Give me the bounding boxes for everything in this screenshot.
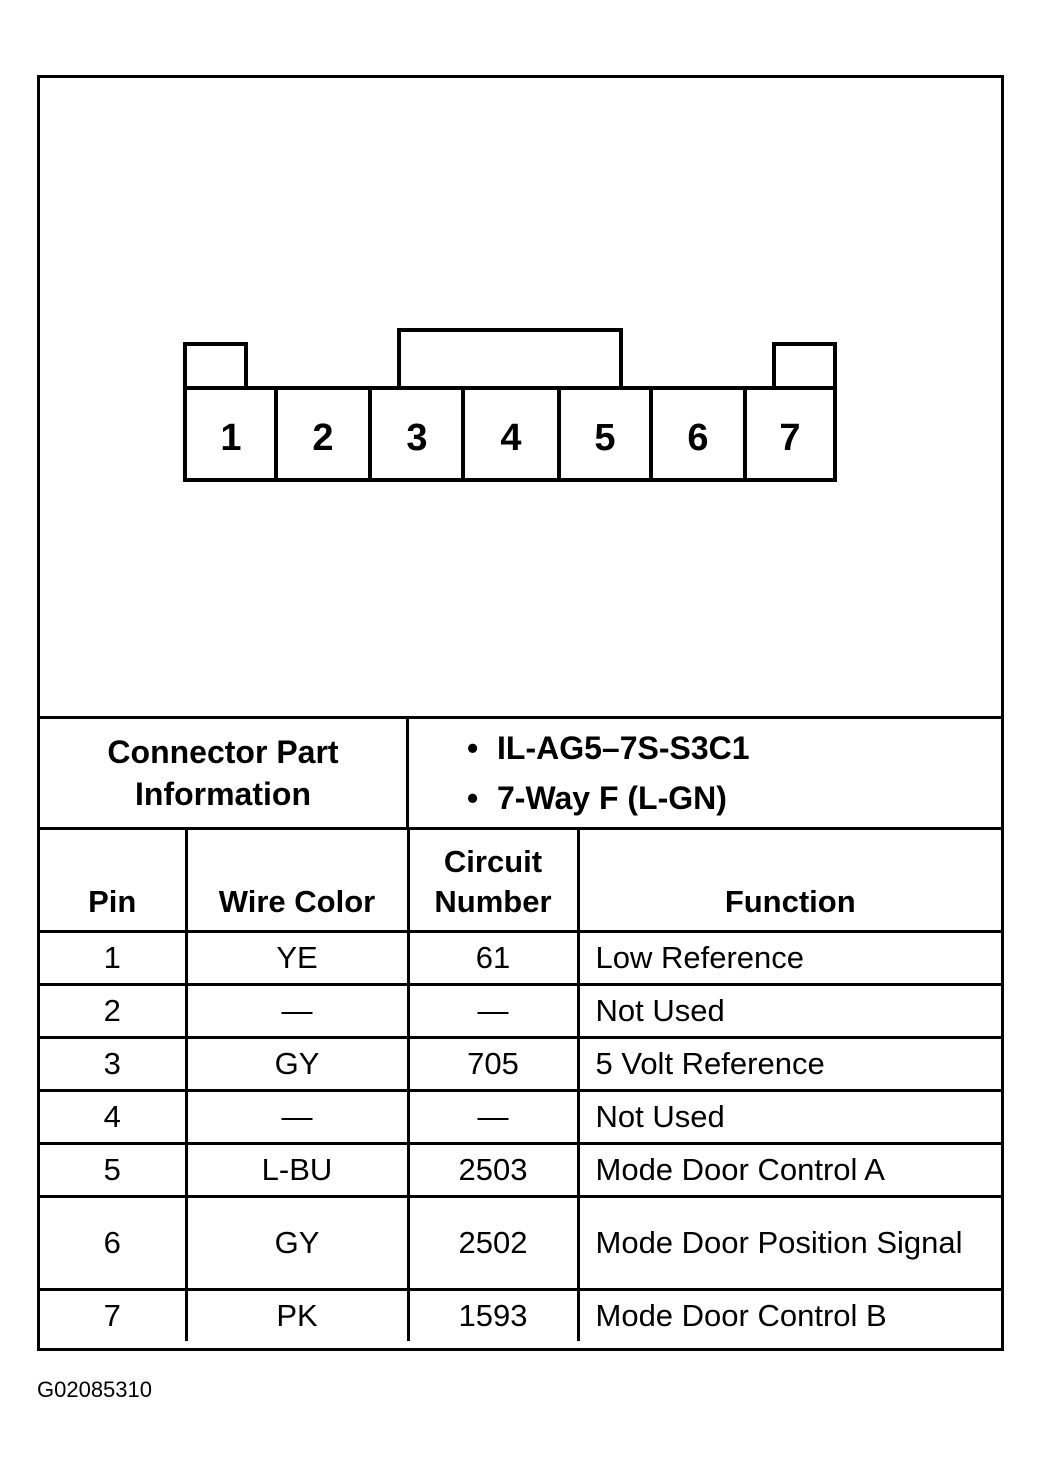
cell-function: Low Reference — [576, 930, 1001, 986]
pin-label-6: 6 — [687, 417, 708, 459]
table-row: 7 PK 1593 Mode Door Control B — [40, 1288, 1001, 1341]
cell-circuit: 2502 — [406, 1195, 580, 1291]
table-header-row: Pin Wire Color Circuit Number Function — [40, 827, 1001, 933]
cell-circuit: 705 — [406, 1036, 580, 1092]
cell-wire-color: L-BU — [184, 1142, 410, 1198]
table-row: 1 YE 61 Low Reference — [40, 930, 1001, 986]
bullet-icon: • — [467, 780, 479, 816]
pin-label-7: 7 — [779, 417, 800, 459]
bullet-icon: • — [467, 730, 479, 766]
pin-label-4: 4 — [500, 417, 521, 459]
cell-circuit: — — [406, 1089, 580, 1145]
connector-type: 7-Way F (L-GN) — [497, 780, 727, 816]
part-number: IL-AG5–7S-S3C1 — [497, 730, 750, 766]
cell-circuit: 61 — [406, 930, 580, 986]
cell-circuit: — — [406, 983, 580, 1039]
part-info-item: • 7-Way F (L-GN) — [467, 773, 1001, 823]
cell-circuit: 1593 — [406, 1288, 580, 1341]
pinout-table: Pin Wire Color Circuit Number Function 1… — [40, 827, 1001, 1341]
part-info-label: Connector Part Information — [40, 716, 409, 827]
cell-function: Not Used — [576, 1089, 1001, 1145]
part-info-item: • IL-AG5–7S-S3C1 — [467, 723, 1001, 773]
cell-function: Not Used — [576, 983, 1001, 1039]
cell-function: Mode Door Position Signal — [576, 1195, 1001, 1291]
table-row: 2 — — Not Used — [40, 983, 1001, 1039]
pin-label-5: 5 — [594, 417, 615, 459]
header-wire-color: Wire Color — [184, 827, 410, 933]
cell-circuit: 2503 — [406, 1142, 580, 1198]
cell-function: Mode Door Control B — [576, 1288, 1001, 1341]
header-pin: Pin — [40, 827, 188, 933]
cell-wire-color: GY — [184, 1195, 410, 1291]
cell-wire-color: — — [184, 983, 410, 1039]
pin-label-3: 3 — [406, 417, 427, 459]
cell-function: Mode Door Control A — [576, 1142, 1001, 1198]
cell-pin: 2 — [40, 983, 188, 1039]
cell-wire-color: GY — [184, 1036, 410, 1092]
cell-pin: 4 — [40, 1089, 188, 1145]
cell-pin: 5 — [40, 1142, 188, 1198]
cell-pin: 3 — [40, 1036, 188, 1092]
connector-outline — [183, 328, 837, 482]
header-function: Function — [576, 827, 1001, 933]
cell-pin: 7 — [40, 1288, 188, 1341]
cell-pin: 6 — [40, 1195, 188, 1291]
cell-pin: 1 — [40, 930, 188, 986]
table-row: 3 GY 705 5 Volt Reference — [40, 1036, 1001, 1092]
part-info-values: • IL-AG5–7S-S3C1 • 7-Way F (L-GN) — [407, 716, 1001, 827]
connector-part-info: Connector Part Information • IL-AG5–7S-S3… — [40, 716, 1001, 827]
figure-id: G02085310 — [37, 1377, 152, 1402]
cell-wire-color: YE — [184, 930, 410, 986]
table-row: 4 — — Not Used — [40, 1089, 1001, 1145]
header-circuit-number: Circuit Number — [406, 827, 580, 933]
pin-label-2: 2 — [312, 417, 333, 459]
table-row: 5 L-BU 2503 Mode Door Control A — [40, 1142, 1001, 1198]
cell-wire-color: PK — [184, 1288, 410, 1341]
pin-label-1: 1 — [220, 417, 241, 459]
table-row: 6 GY 2502 Mode Door Position Signal — [40, 1195, 1001, 1291]
cell-function: 5 Volt Reference — [576, 1036, 1001, 1092]
diagram-frame: 1 2 3 4 5 6 7 Connector Part Information… — [37, 75, 1004, 1351]
connector-face-diagram: 1 2 3 4 5 6 7 — [183, 328, 837, 482]
cell-wire-color: — — [184, 1089, 410, 1145]
